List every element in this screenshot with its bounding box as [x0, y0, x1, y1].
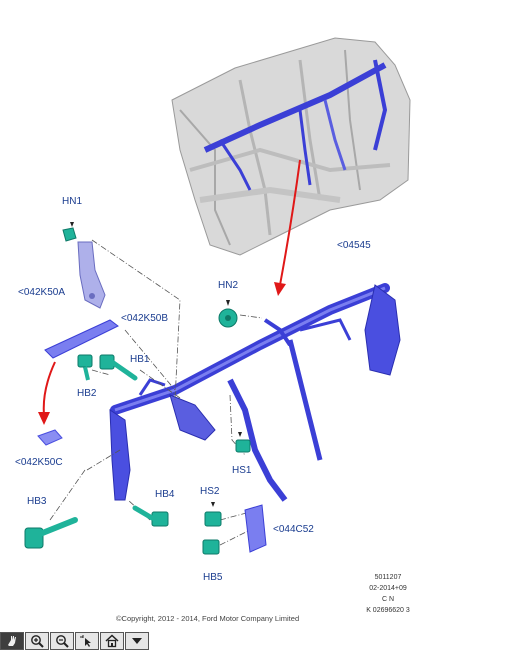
viewer-toolbar: [0, 632, 149, 650]
select-tool-button[interactable]: [75, 632, 99, 650]
vehicle-body-shell: [171, 37, 411, 256]
copyright-text: ©Copyright, 2012 - 2014, Ford Motor Comp…: [116, 614, 300, 623]
dropdown-arrow-icon: [132, 638, 142, 644]
dropdown-button[interactable]: [125, 632, 149, 650]
callout-hn1[interactable]: HN1: [62, 196, 83, 207]
bracket-042k50c: [37, 429, 63, 446]
callout-hs2[interactable]: HS2: [200, 486, 220, 497]
callout-044c52[interactable]: <044C52: [273, 524, 314, 535]
callout-04545[interactable]: <04545: [337, 240, 371, 251]
callout-hb4[interactable]: HB4: [155, 489, 175, 500]
callout-042k50a[interactable]: <042K50A: [18, 287, 65, 298]
callout-042k50b[interactable]: <042K50B: [121, 313, 168, 324]
home-icon: [105, 634, 119, 648]
callout-hn2[interactable]: HN2: [218, 280, 239, 291]
callout-042k50c[interactable]: <042K50C: [15, 457, 63, 468]
bracket-042k50b: [44, 319, 119, 359]
pointer-arrows: [70, 222, 242, 507]
reference-line-4: K 02696620 3: [366, 607, 410, 614]
exploded-parts-diagram: [24, 37, 411, 555]
bracket-044c52: [244, 504, 267, 553]
red-arrow-to-beam: [274, 159, 301, 296]
bracket-042k50a: [77, 241, 106, 309]
callout-hs1[interactable]: HS1: [232, 465, 252, 476]
callout-hb1[interactable]: HB1: [130, 354, 150, 365]
reference-line-2: 02-2014+09: [369, 585, 407, 592]
callout-hb5[interactable]: HB5: [203, 572, 223, 583]
home-button[interactable]: [100, 632, 124, 650]
fasteners: [24, 227, 251, 555]
reference-line-1: 5011207: [374, 574, 402, 581]
zoom-in-icon: [31, 635, 44, 648]
reference-line-3: C N: [381, 596, 395, 603]
zoom-in-button[interactable]: [25, 632, 49, 650]
pan-tool-button[interactable]: [0, 632, 24, 650]
zoom-out-icon: [56, 635, 69, 648]
red-arrow-to-bracket: [38, 361, 56, 425]
reference-code-block: 5011207 02-2014+09 C N K 02696620 3: [358, 572, 418, 616]
callout-hb2[interactable]: HB2: [77, 388, 97, 399]
cross-car-beam: [109, 283, 401, 502]
zoom-out-button[interactable]: [50, 632, 74, 650]
pan-icon: [8, 636, 16, 646]
callout-hb3[interactable]: HB3: [27, 496, 47, 507]
cursor-icon: [80, 635, 91, 647]
